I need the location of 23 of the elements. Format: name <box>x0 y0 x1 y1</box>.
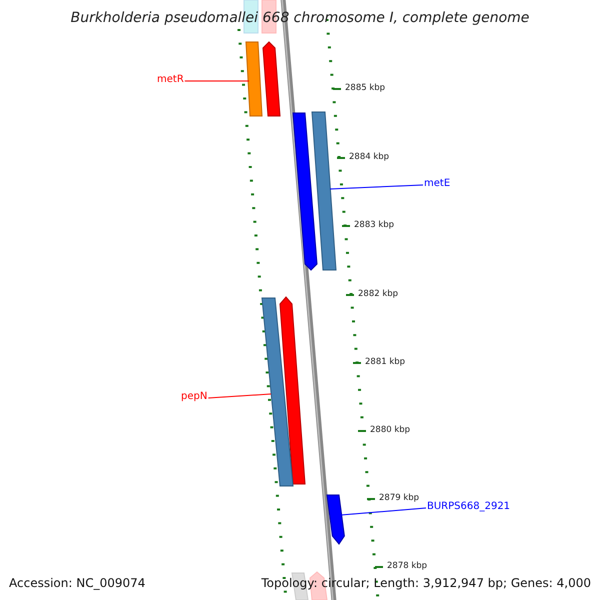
gene-arrow <box>326 494 345 545</box>
gene-label: pepN <box>181 392 208 402</box>
gene-label: BURPS668_2921 <box>427 502 510 512</box>
leader-line <box>184 80 250 82</box>
gene-feature <box>245 42 263 116</box>
gene-feature <box>311 112 337 270</box>
gene-label: metE <box>424 179 450 189</box>
leader-line <box>330 184 424 190</box>
scale-label: 2878 kbp <box>387 562 428 570</box>
scale-label: 2881 kbp <box>365 358 406 366</box>
map-title: Burkholderia pseudomallei 668 chromosome I, complete genome <box>70 11 530 25</box>
accession-note: Accession: NC_009074 <box>9 577 146 589</box>
scale-label: 2884 kbp <box>349 153 390 162</box>
leader-line <box>208 394 272 398</box>
scale-label: 2885 kbp <box>345 84 386 92</box>
leader-line <box>340 508 426 516</box>
genome-info-note: Topology: circular; Length: 3,912,947 bp; Genes: 4,000 <box>261 577 591 589</box>
gene-feature <box>261 298 294 486</box>
scale-label: 2883 kbp <box>354 221 394 230</box>
gene-label: metR <box>157 75 184 85</box>
scale-label: 2880 kbp <box>370 426 410 434</box>
scale-label: 2879 kbp <box>379 494 420 502</box>
scale-label: 2882 kbp <box>358 290 398 298</box>
